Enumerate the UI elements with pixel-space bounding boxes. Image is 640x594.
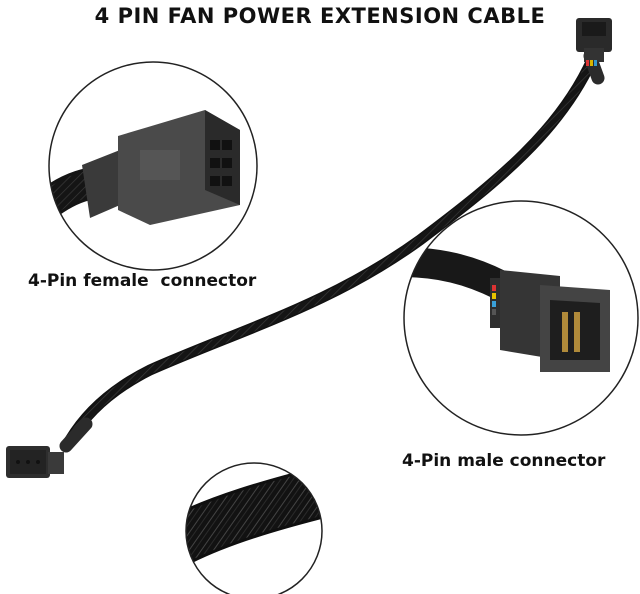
male-connector-detail [403, 200, 639, 436]
cable-end-connector-bottom [6, 446, 64, 478]
male-connector-label: 4-Pin male connector [402, 451, 606, 471]
female-connector-label: 4-Pin female connector [28, 271, 257, 291]
female-connector-detail [48, 61, 258, 271]
cable-end-connector-top [576, 18, 612, 66]
sleeve-detail [185, 462, 323, 594]
product-title: 4 PIN FAN POWER EXTENSION CABLE [94, 4, 546, 28]
